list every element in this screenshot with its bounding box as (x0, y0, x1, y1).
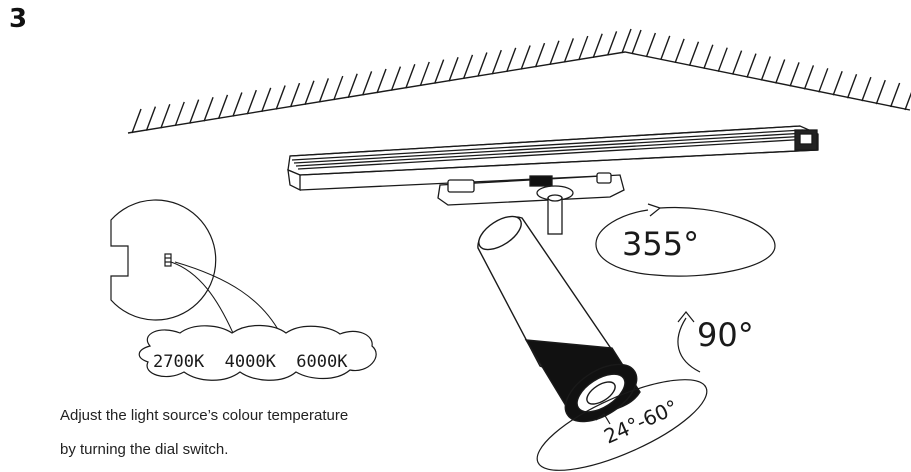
tilt-90-label: 90° (697, 316, 754, 354)
beam-angle-indicator (536, 379, 708, 471)
caption-line-2: by turning the dial switch. (60, 441, 229, 458)
tilt-90-indicator (677, 311, 701, 373)
cct-callout (138, 324, 377, 381)
caption-line-1: Adjust the light source’s colour tempera… (60, 407, 349, 424)
step-number: 3 (9, 4, 28, 34)
rotation-355-indicator (595, 203, 776, 277)
track-adaptor (437, 172, 625, 206)
dial-leader-lines (170, 261, 281, 334)
dial-disc (110, 199, 217, 321)
cct-options-label: 2700K 4000K 6000K (153, 352, 348, 372)
track-rail (287, 125, 819, 192)
spotlight-body (477, 215, 641, 423)
rotation-355-label: 355° (622, 225, 699, 263)
lamp-stem (547, 194, 563, 235)
ceiling (127, 28, 911, 134)
